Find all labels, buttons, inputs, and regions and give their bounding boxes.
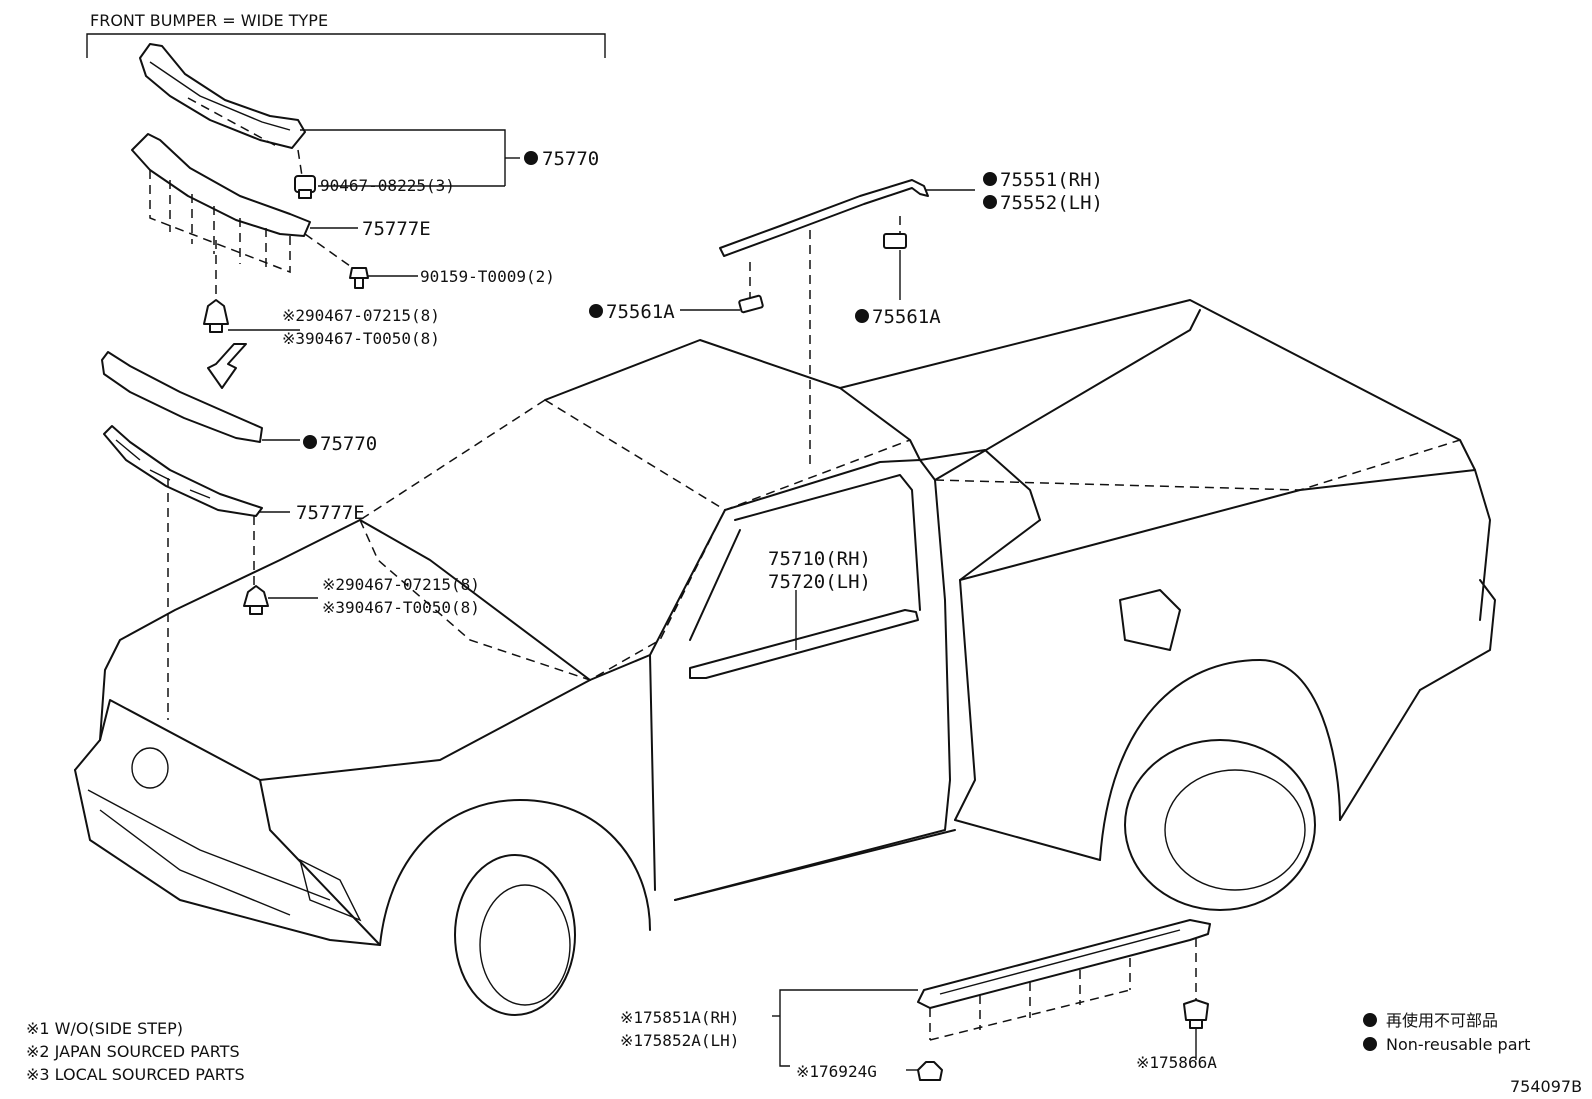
- non-reusable-dot-icon: [524, 151, 538, 165]
- callout-75770-top: 75770: [542, 148, 599, 170]
- callout-75561A-right: 75561A: [872, 306, 941, 328]
- callout-90467-T0050-b: ※390467-T0050(8): [322, 598, 480, 617]
- note-1: ※1 W/O(SIDE STEP): [26, 1019, 183, 1038]
- callout-90159: 90159-T0009(2): [420, 267, 555, 286]
- callout-75551: 75551(RH): [1000, 169, 1103, 191]
- bracket-lower: [103, 425, 263, 517]
- non-reusable-dot-icon: [983, 195, 997, 209]
- callout-75852A: ※175852A(LH): [620, 1031, 739, 1050]
- clip-90467-07215-b: [243, 585, 269, 615]
- non-reusable-dot-icon: [589, 304, 603, 318]
- garnish-lower: [101, 351, 263, 443]
- note-3: ※3 LOCAL SOURCED PARTS: [26, 1065, 245, 1084]
- direction-arrow-icon: [207, 343, 247, 389]
- callout-90467-08225: 90467-08225(3): [320, 176, 455, 195]
- non-reusable-dot-icon: [303, 435, 317, 449]
- legend-jp: 再使用不可部品: [1386, 1011, 1498, 1030]
- callout-75777E-top: 75777E: [362, 218, 431, 240]
- callout-76924G: ※176924G: [796, 1062, 877, 1081]
- legend-en: Non-reusable part: [1386, 1035, 1530, 1054]
- belt-moulding: [689, 609, 919, 679]
- figure-id: 754097B: [1510, 1077, 1582, 1096]
- callout-75866A: ※175866A: [1136, 1053, 1217, 1072]
- side-step: [917, 919, 1211, 1041]
- non-reusable-dot-icon: [983, 172, 997, 186]
- legend-dot-icon: [1363, 1013, 1377, 1027]
- callout-75552: 75552(LH): [1000, 192, 1103, 214]
- callout-90467-07215-b: ※290467-07215(8): [322, 575, 480, 594]
- callout-75770-mid: 75770: [320, 433, 377, 455]
- callout-75720: 75720(LH): [768, 571, 871, 593]
- bracket-upper: [131, 97, 351, 300]
- callout-75710: 75710(RH): [768, 548, 871, 570]
- header-title: FRONT BUMPER = WIDE TYPE: [90, 11, 328, 30]
- callout-90467-07215-a: ※290467-07215(8): [282, 306, 440, 325]
- clip-75866A: [1183, 999, 1209, 1029]
- screw-90159: [349, 267, 369, 289]
- legend-dot-icon: [1363, 1037, 1377, 1051]
- note-2: ※2 JAPAN SOURCED PARTS: [26, 1042, 240, 1061]
- callout-75851A: ※175851A(RH): [620, 1008, 739, 1027]
- garnish-upper: [139, 43, 306, 149]
- callout-75561A-left: 75561A: [606, 301, 675, 323]
- header-bracket: FRONT BUMPER = WIDE TYPE: [86, 11, 606, 58]
- callout-75777E-mid: 75777E: [296, 502, 365, 524]
- callout-90467-T0050-a: ※390467-T0050(8): [282, 329, 440, 348]
- clip-90467-07215-a: [203, 299, 229, 333]
- clip-76924G: [917, 1061, 943, 1081]
- clip-90467-08225: [294, 175, 316, 199]
- roof-drip-moulding: [680, 179, 975, 470]
- non-reusable-dot-icon: [855, 309, 869, 323]
- truck-body: [74, 299, 1496, 1016]
